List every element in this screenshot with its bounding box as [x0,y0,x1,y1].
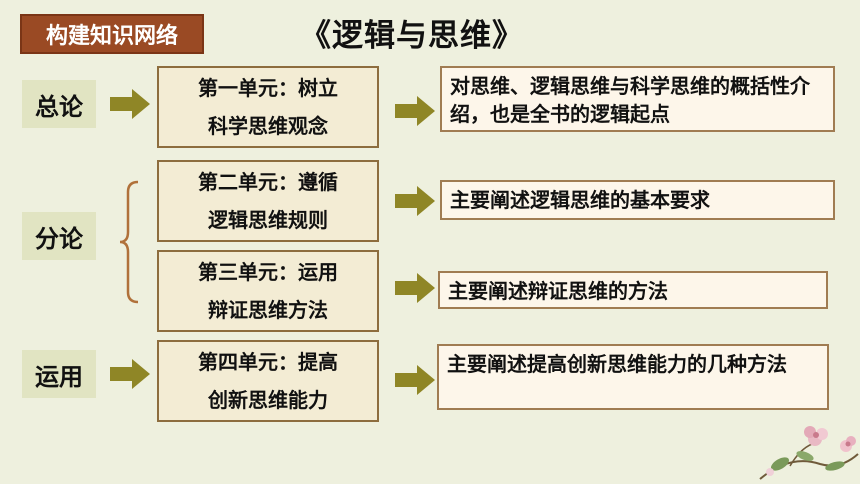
arrow-right-icon [110,359,150,389]
unit-description-3: 主要阐述辩证思维的方法 [438,271,828,309]
label-apply: 运用 [22,350,96,398]
unit-box-1: 第一单元：树立 科学思维观念 [157,66,379,148]
brace-icon [119,180,139,304]
unit-line: 创新思维能力 [208,388,328,412]
unit-description-1: 对思维、逻辑思维与科学思维的概括性介绍，也是全书的逻辑起点 [440,66,835,132]
unit-box-4: 第四单元：提高 创新思维能力 [157,340,379,422]
unit-line: 科学思维观念 [208,114,328,138]
flower-decoration-icon [759,426,859,480]
unit-box-2: 第二单元：遵循 逻辑思维规则 [157,160,379,242]
label-body: 分论 [22,212,96,260]
arrow-right-icon [395,96,435,126]
unit-line: 第四单元：提高 [198,350,338,374]
arrow-right-icon [110,89,150,119]
arrow-right-icon [395,365,435,395]
unit-line: 逻辑思维规则 [208,208,328,232]
unit-description-4: 主要阐述提高创新思维能力的几种方法 [437,344,829,410]
unit-description-2: 主要阐述逻辑思维的基本要求 [440,180,835,220]
unit-line: 辩证思维方法 [208,298,328,322]
unit-line: 第一单元：树立 [198,76,338,100]
unit-box-3: 第三单元：运用 辩证思维方法 [157,250,379,332]
label-intro: 总论 [22,80,96,128]
unit-line: 第三单元：运用 [198,260,338,284]
unit-line: 第二单元：遵循 [198,170,338,194]
arrow-right-icon [395,186,435,216]
arrow-right-icon [395,273,435,303]
page-title: 《逻辑与思维》 [300,18,524,54]
section-tag: 构建知识网络 [20,14,204,54]
